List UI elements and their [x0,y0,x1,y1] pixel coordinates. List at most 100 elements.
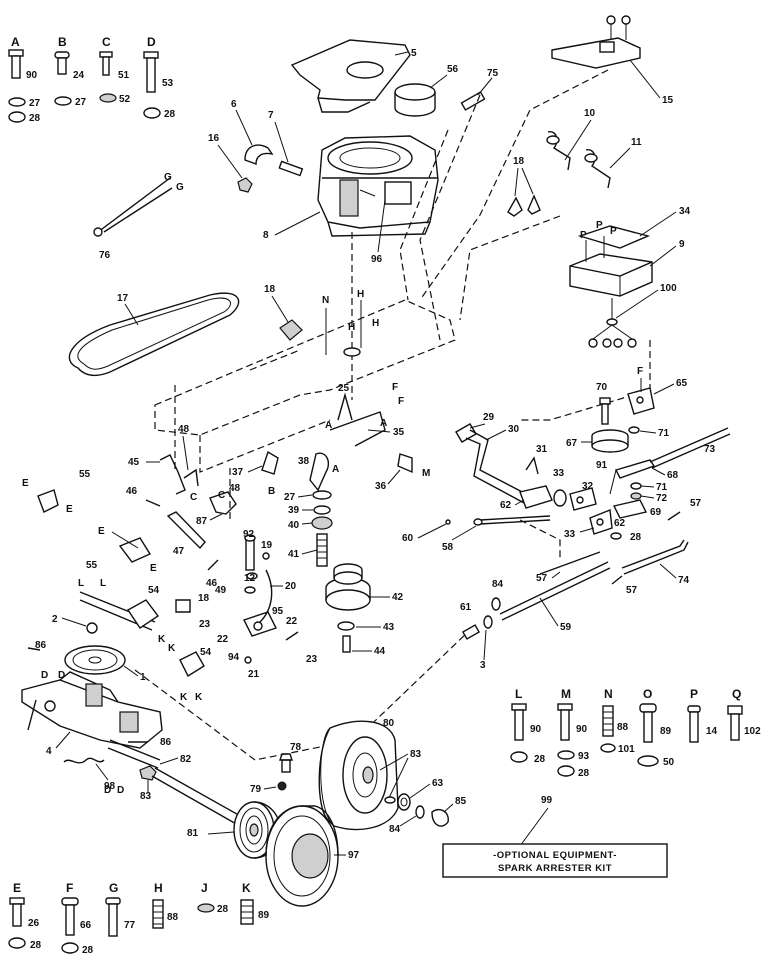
part-num-53: 53 [162,78,174,89]
washer-icon [8,97,26,107]
callout-94: 94 [228,652,240,663]
part-num-52: 52 [119,94,131,105]
callout-73: 73 [704,444,716,455]
ref-letter-p: P [596,220,603,231]
part-num-101: 101 [618,744,635,755]
callout-28: 28 [630,532,642,543]
ref-letter-l: L [78,578,84,589]
ref-letter-f: F [392,382,398,393]
part-num-28: 28 [534,754,546,765]
callout-40: 40 [288,520,300,531]
part-num-102: 102 [744,726,761,737]
part-num-28: 28 [578,768,590,779]
callout-25: 25 [338,383,350,394]
bracket-b: B [261,450,279,497]
callout-86: 86 [160,737,172,748]
callout-3: 3 [480,660,486,671]
ref-letter-h: H [372,318,379,329]
callout-4: 4 [46,746,52,757]
part-num-90: 90 [530,724,542,735]
callout-33: 33 [553,468,565,479]
part-num-27: 27 [29,98,41,109]
callout-71: 71 [656,482,668,493]
hub-63 [397,793,411,811]
ref-letter-g: G [176,182,184,193]
ref-letter-k: K [180,692,188,703]
ref-letter-f: F [398,396,404,407]
part-num-27: 27 [75,97,87,108]
callout-41: 41 [288,549,300,560]
callout-91: 91 [596,460,608,471]
callout-100: 100 [660,283,677,294]
part-num-88: 88 [167,912,179,923]
legend-letter-o: O [643,687,652,701]
callout-1: 1 [140,672,146,683]
lockwasher [630,492,642,500]
lockwasher-icon [99,93,117,103]
rear-tire-80 [318,720,399,831]
callout-76: 76 [99,250,111,261]
callout-20: 20 [285,581,297,592]
callout-7: 7 [268,110,274,121]
callout-17: 17 [117,293,129,304]
callout-82: 82 [180,754,192,765]
legend-letter-p: P [690,687,698,701]
ref-letter-e: E [22,478,29,489]
callout-5: 5 [411,48,417,59]
mount-bracket-55a: E E [22,478,73,515]
callout-33: 33 [564,529,576,540]
callout-92: 92 [243,529,255,540]
callout-19: 19 [261,540,273,551]
washer [628,426,640,434]
cam-lever: A [309,452,339,492]
bolt-icon [143,51,159,93]
ref-letter-p: P [610,226,617,237]
legend-letter-e: E [13,881,21,895]
lift-lever-bracket [159,454,199,495]
ignition-switch-bracket [551,15,641,69]
ref-letter-l: L [100,578,106,589]
callout-2: 2 [52,614,58,625]
callout-55: 55 [86,560,98,571]
callout-81: 81 [187,828,199,839]
nut-small [237,177,253,193]
part-num-14: 14 [706,726,718,737]
ref-letter-d: D [117,785,124,796]
legend-letter-n: N [604,687,613,701]
ref-letter-k: K [168,643,176,654]
legend-letter-d: D [147,35,156,49]
callout-21: 21 [248,669,260,680]
bolt [342,635,351,653]
chassis-frame [154,299,456,473]
front-tire-97 [265,805,339,907]
g-clip-assembly: G G [93,172,184,237]
callout-57: 57 [536,573,548,584]
control-rod-58 [445,515,551,526]
callout-56: 56 [447,64,459,75]
callout-63: 63 [432,778,444,789]
callout-8: 8 [263,230,269,241]
ref-letter-d: D [41,670,48,681]
washer [630,482,642,490]
box-line-2: SPARK ARRESTER KIT [498,863,612,874]
brake-rod-assembly [243,534,277,637]
bracket-69 [612,499,648,519]
hardware-legend-bottom: E 26 28 F 66 28 G 77 H 88 J 28 K 89 [8,881,270,956]
legend-letter-c: C [102,35,111,49]
ref-letter-d: D [104,785,111,796]
callout-38: 38 [298,456,310,467]
air-duct [290,39,411,113]
bolt-icon [54,51,70,75]
ref-letter-e: E [98,526,105,537]
callout-31: 31 [536,444,548,455]
callout-60: 60 [402,533,414,544]
callout-57: 57 [690,498,702,509]
ref-letter-f: F [637,366,643,377]
callout-95: 95 [272,606,284,617]
legend-letter-a: A [11,35,20,49]
callout-65: 65 [676,378,688,389]
callout-62: 62 [500,500,512,511]
callout-57: 57 [626,585,638,596]
